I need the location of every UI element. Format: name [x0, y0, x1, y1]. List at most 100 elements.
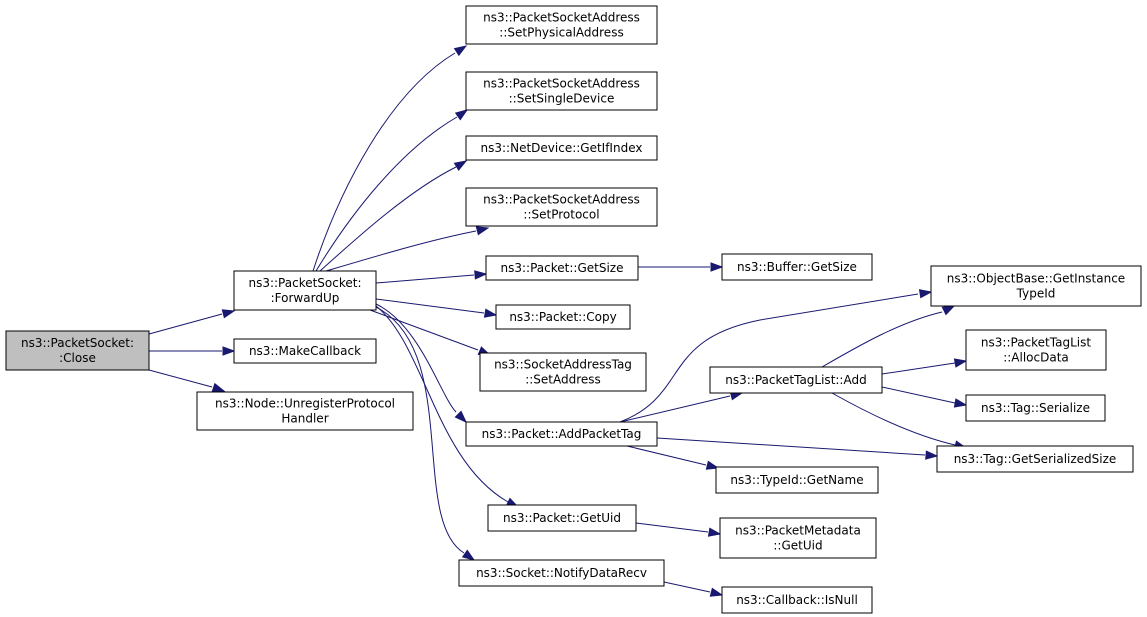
node-label: ns3::Tag::Serialize — [981, 401, 1090, 415]
call-graph-edges — [148, 45, 968, 597]
node-box — [196, 391, 414, 431]
call-edge-arrowhead — [461, 549, 476, 561]
call-edge-line — [375, 274, 475, 284]
call-edge-arrowhead — [221, 309, 236, 319]
call-edge-to-getserializedsize — [656, 437, 939, 460]
call-edge-to-addpackettag — [375, 303, 468, 424]
node-label: TypeId — [1016, 287, 1056, 301]
node-setsingle[interactable]: ns3::PacketSocketAddress::SetSingleDevic… — [465, 71, 658, 111]
node-box — [715, 466, 879, 494]
call-edge-line — [821, 311, 943, 368]
call-edge-line — [148, 369, 213, 388]
node-addpackettag[interactable]: ns3::Packet::AddPacketTag — [465, 421, 658, 447]
node-label: ns3::PacketSocketAddress — [483, 77, 640, 91]
node-box — [721, 253, 873, 281]
call-edge-arrowhead — [453, 45, 468, 57]
node-label: ns3::Packet::AddPacketTag — [482, 427, 642, 441]
call-edge-line — [148, 313, 223, 335]
call-edge-to-getname — [626, 445, 720, 470]
node-allocdata[interactable]: ns3::PacketTagList::AllocData — [965, 329, 1107, 371]
call-edge-arrowhead — [709, 587, 724, 597]
call-edge-to-allocdata — [881, 358, 968, 375]
call-edge-line — [375, 298, 485, 314]
node-box — [709, 366, 883, 394]
node-pktcopy[interactable]: ns3::Packet::Copy — [495, 304, 631, 330]
call-edge-to-getinstance — [821, 305, 956, 368]
call-edge-to-bufgetsize — [638, 262, 724, 272]
node-setaddress[interactable]: ns3::SocketAddressTag::SetAddress — [479, 352, 647, 392]
call-edge-arrowhead — [918, 289, 933, 299]
call-edge-to-setaddress — [369, 309, 492, 356]
call-edge-arrowhead — [953, 398, 968, 408]
node-label: ns3::SocketAddressTag — [494, 358, 632, 372]
node-box — [465, 187, 658, 227]
node-box — [930, 265, 1142, 307]
node-bufgetsize[interactable]: ns3::Buffer::GetSize — [721, 253, 873, 281]
node-label: :Close — [59, 351, 96, 365]
node-metagetuid[interactable]: ns3::PacketMetadata::GetUid — [719, 517, 877, 559]
node-box — [465, 71, 658, 111]
call-edge-to-pktcopy — [375, 298, 498, 318]
call-edge-line — [312, 52, 456, 272]
call-graph-nodes: ns3::PacketSocket::Closens3::PacketSocke… — [5, 5, 1142, 614]
node-label: :ForwardUp — [271, 291, 340, 305]
call-edge-line — [881, 386, 956, 404]
call-edge-line — [663, 581, 711, 593]
node-label: ns3::TypeId::GetName — [730, 473, 863, 487]
node-label: ns3::Packet::Copy — [509, 310, 616, 324]
call-edge-arrowhead — [453, 160, 468, 171]
node-makecallback[interactable]: ns3::MakeCallback — [233, 338, 377, 364]
node-label: ns3::PacketSocket: — [248, 276, 361, 290]
node-box — [233, 270, 377, 311]
call-edge-arrowhead — [475, 226, 490, 236]
node-forwardup[interactable]: ns3::PacketSocket::ForwardUp — [233, 270, 377, 311]
node-close[interactable]: ns3::PacketSocket::Close — [5, 330, 150, 371]
call-edge-to-getinstance — [619, 289, 933, 423]
call-edge-arrowhead — [454, 109, 469, 121]
node-getuid[interactable]: ns3::Packet::GetUid — [487, 504, 637, 532]
call-edge-to-getifindex — [319, 160, 468, 272]
call-edge-line — [375, 306, 465, 554]
node-isnull[interactable]: ns3::Callback::IsNull — [721, 586, 873, 614]
node-label: ns3::PacketTagList — [981, 336, 1091, 350]
call-edge-arrowhead — [705, 460, 720, 470]
call-edge-to-pktgetsize — [375, 270, 488, 284]
node-label: ns3::Packet::GetSize — [501, 261, 624, 275]
call-edge-line — [325, 230, 477, 272]
node-notify[interactable]: ns3::Socket::NotifyDataRecv — [458, 559, 665, 587]
call-edge-arrowhead — [474, 270, 488, 280]
node-box — [233, 338, 377, 364]
node-getserializedsize[interactable]: ns3::Tag::GetSerializedSize — [936, 445, 1134, 473]
node-setprotocol[interactable]: ns3::PacketSocketAddress::SetProtocol — [465, 187, 658, 227]
call-edge-line — [619, 395, 731, 423]
node-getifindex[interactable]: ns3::NetDevice::GetIfIndex — [465, 135, 658, 161]
node-box — [458, 559, 665, 587]
node-serialize[interactable]: ns3::Tag::Serialize — [965, 394, 1106, 422]
node-setphysical[interactable]: ns3::PacketSocketAddress::SetPhysicalAdd… — [465, 5, 658, 45]
call-edge-to-makecallback — [149, 346, 236, 356]
call-edge-to-setsingle — [315, 109, 469, 272]
call-edge-line — [619, 293, 919, 423]
node-box — [495, 304, 631, 330]
node-label: ns3::Callback::IsNull — [736, 593, 858, 607]
node-box — [721, 586, 873, 614]
node-label: ns3::PacketMetadata — [735, 524, 861, 538]
node-label: ns3::Node::UnregisterProtocol — [215, 397, 395, 411]
call-edge-line — [831, 392, 956, 446]
node-getname[interactable]: ns3::TypeId::GetName — [715, 466, 879, 494]
node-label: ns3::PacketSocket: — [21, 336, 134, 350]
node-label: ::SetSingleDevice — [509, 92, 615, 106]
call-edge-arrowhead — [222, 346, 236, 356]
call-edge-line — [375, 303, 457, 413]
node-pktgetsize[interactable]: ns3::Packet::GetSize — [485, 255, 639, 281]
node-ptladd[interactable]: ns3::PacketTagList::Add — [709, 366, 883, 394]
call-edge-to-setprotocol — [325, 226, 490, 272]
node-box — [936, 445, 1134, 473]
call-edge-line — [369, 309, 479, 351]
node-label: ::SetAddress — [525, 373, 601, 387]
call-edge-line — [375, 305, 509, 503]
call-edge-to-forwardup — [148, 309, 236, 335]
